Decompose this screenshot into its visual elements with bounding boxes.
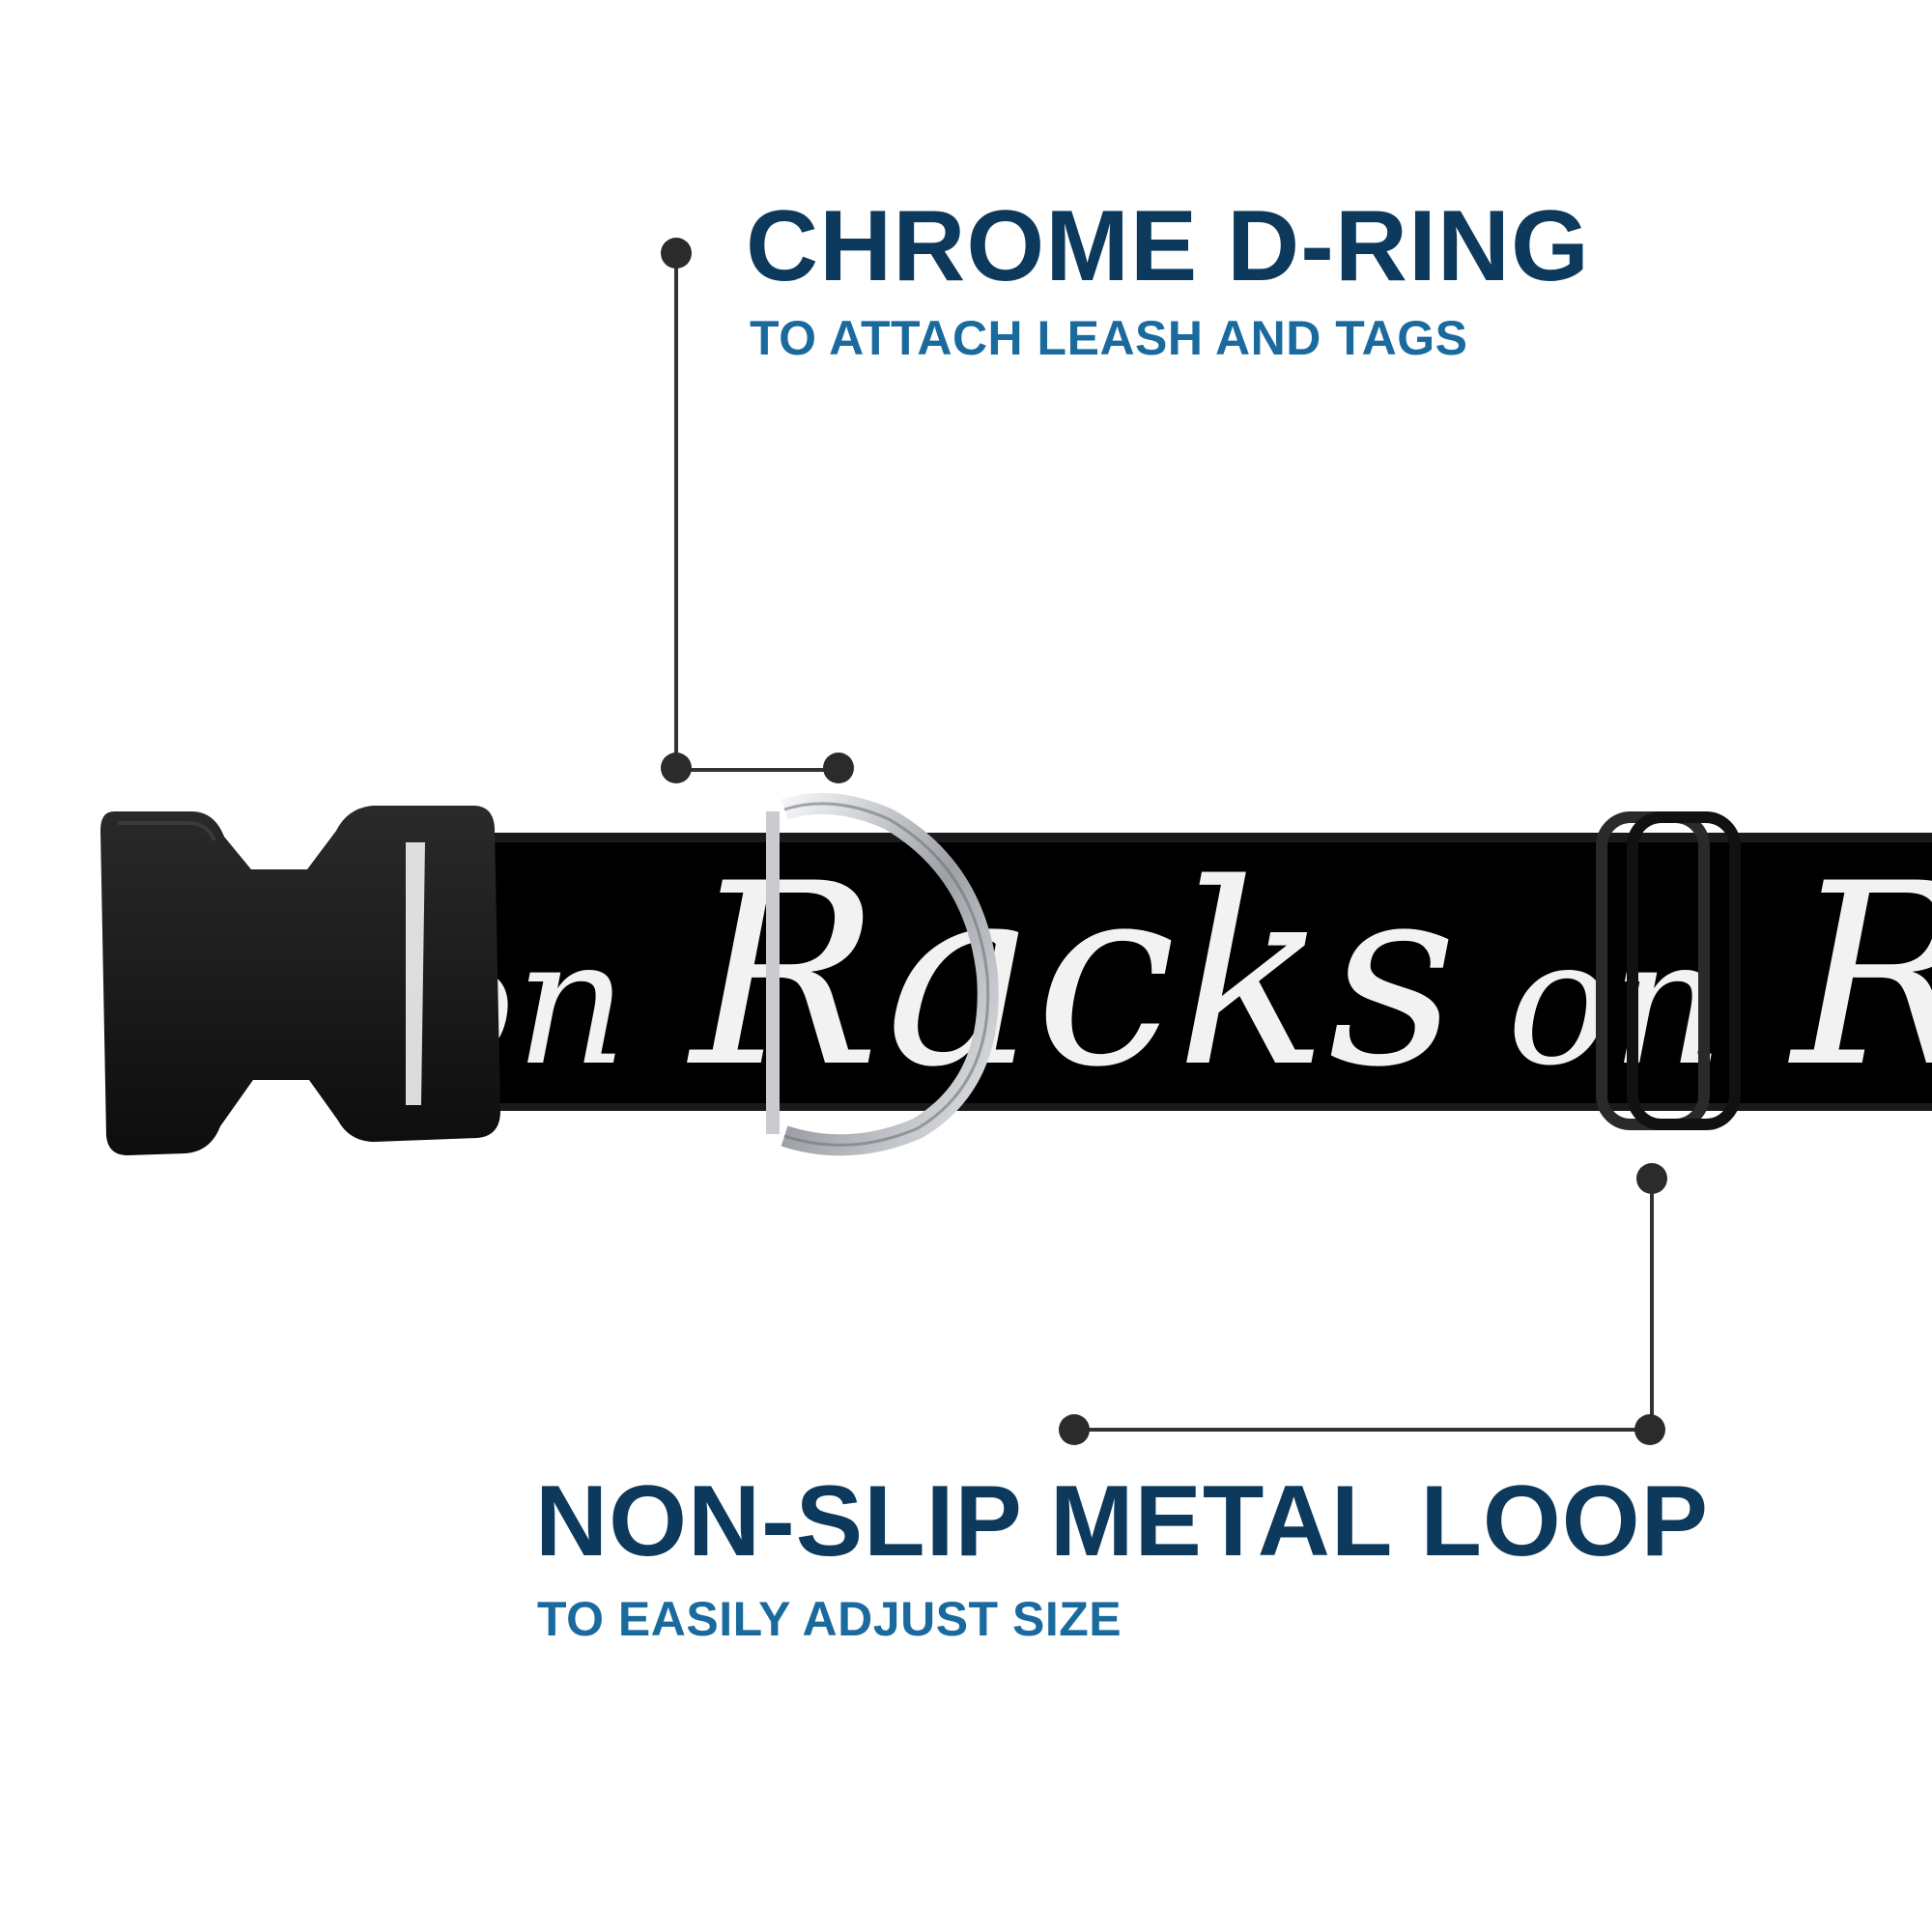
loop-callout-subtitle: TO EASILY ADJUST SIZE	[537, 1592, 1122, 1646]
buckle-icon	[100, 806, 500, 1155]
strap-print-r: R	[1788, 831, 1932, 1122]
loop-leader-dot-top	[1636, 1163, 1667, 1194]
dring-leader-dot-end	[823, 753, 854, 783]
collar-strap: on Racks on R	[406, 831, 1932, 1122]
dring-callout-title: CHROME D-RING	[746, 190, 1590, 302]
loop-leader-dot-corner	[1634, 1414, 1665, 1445]
strap-print-on-2: on	[1507, 902, 1723, 1104]
loop-callout-title: NON-SLIP METAL LOOP	[535, 1465, 1710, 1577]
loop-leader-dot-end	[1059, 1414, 1090, 1445]
dring-leader-dot-top	[661, 238, 692, 269]
d-ring-icon	[766, 792, 999, 1156]
dring-leader-line	[661, 238, 854, 783]
loop-icon	[1596, 811, 1741, 1130]
dring-leader-dot-corner	[661, 753, 692, 783]
dring-callout-subtitle: TO ATTACH LEASH AND TAGS	[750, 311, 1468, 365]
strap-print-racks: Racks	[687, 831, 1457, 1122]
loop-leader-line	[1059, 1163, 1667, 1445]
